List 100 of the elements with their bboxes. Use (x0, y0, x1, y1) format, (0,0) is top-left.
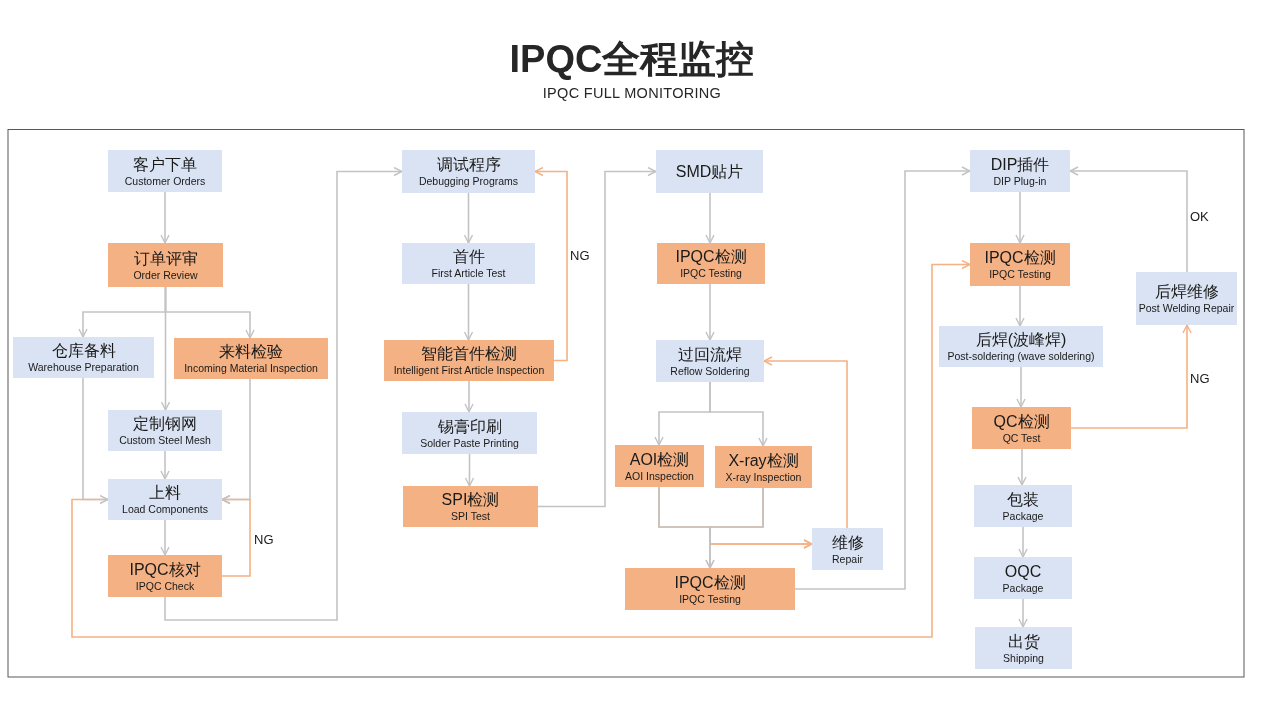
arrow (1015, 191, 1025, 244)
arrow (537, 166, 657, 508)
inspection-step-box (403, 486, 538, 527)
arrow (1016, 366, 1026, 408)
arrow (160, 519, 170, 556)
edge-label: NG (254, 532, 274, 547)
arrow (709, 381, 768, 447)
process-step-box (974, 557, 1072, 599)
inspection-step-box (174, 338, 328, 379)
inspection-step-box (715, 446, 812, 488)
step-subtitle: Warehouse Preparation (28, 360, 139, 374)
inspection-step-box (625, 568, 795, 610)
step-subtitle: IPQC Testing (679, 591, 741, 606)
process-step-box (656, 150, 763, 193)
arrow (534, 166, 568, 362)
step-subtitle: First Article Test (431, 266, 506, 280)
step-title: 包装 (1007, 489, 1039, 509)
step-subtitle: Customer Orders (124, 173, 206, 188)
inspection-step-box (108, 555, 222, 597)
step-title: 维修 (831, 532, 864, 552)
step-title: 过回流焊 (678, 344, 742, 364)
arrow (463, 283, 474, 341)
arrow (763, 356, 848, 529)
step-title: 锡膏印刷 (437, 416, 502, 436)
diagram-title: IPQC全程监控 (509, 38, 755, 80)
step-title: 上料 (149, 483, 181, 502)
step-title: 客户下单 (133, 154, 197, 174)
step-subtitle: AOI Inspection (625, 468, 694, 483)
edge-label: OK (1190, 209, 1209, 224)
step-subtitle: Shipping (1003, 650, 1044, 665)
process-step-box (1136, 272, 1237, 325)
process-step-box (108, 150, 222, 192)
inspection-step-box (615, 445, 704, 487)
step-subtitle: Repair (832, 551, 863, 566)
step-subtitle: IPQC Check (135, 578, 195, 593)
inspection-step-box (108, 243, 223, 287)
step-title: 智能首件检测 (421, 344, 517, 363)
arrow (221, 378, 251, 505)
arrow (463, 192, 474, 244)
step-title: 首件 (452, 247, 485, 266)
arrow (1018, 526, 1028, 558)
step-subtitle: Solder Paste Printing (420, 435, 519, 450)
step-title: 来料检验 (219, 342, 283, 361)
arrow (160, 450, 170, 480)
process-step-box (974, 485, 1072, 527)
step-subtitle: Reflow Soldering (670, 363, 750, 378)
arrow (1015, 285, 1025, 327)
edge-label: NG (1190, 371, 1210, 386)
step-title: 后焊维修 (1154, 282, 1219, 301)
step-subtitle: SPI Test (451, 509, 490, 523)
arrow (71, 259, 971, 638)
arrow (82, 377, 109, 505)
process-step-box (402, 150, 535, 193)
step-title: IPQC核对 (129, 559, 201, 579)
process-step-box (970, 150, 1070, 192)
step-title: 后焊(波峰焊) (975, 330, 1067, 349)
step-title: 定制钢网 (133, 414, 197, 433)
step-subtitle: Load Components (122, 502, 208, 516)
step-subtitle: Debugging Programs (418, 174, 519, 188)
process-step-box (108, 410, 222, 451)
step-title: SMD贴片 (675, 162, 744, 181)
step-subtitle: Package (1002, 508, 1044, 523)
step-title: IPQC检测 (675, 247, 747, 266)
step-subtitle: Post Welding Repair (1138, 301, 1235, 315)
step-title: 仓库备料 (51, 341, 116, 360)
process-step-box (656, 340, 764, 382)
arrow (464, 380, 474, 413)
inspection-step-box (970, 243, 1070, 286)
step-subtitle: DIP Plug-in (993, 173, 1047, 188)
arrow (160, 191, 170, 244)
arrow (164, 286, 255, 339)
step-subtitle: Post-soldering (wave soldering) (947, 349, 1095, 363)
process-step-box (402, 243, 535, 284)
step-subtitle: Intelligent First Article Inspection (393, 363, 545, 377)
arrow (464, 453, 475, 487)
inspection-step-box (972, 407, 1071, 449)
step-title: AOI检测 (629, 449, 690, 469)
step-subtitle: IPQC Testing (989, 267, 1051, 281)
step-subtitle: X-ray Inspection (725, 469, 802, 484)
step-title: 出货 (1007, 631, 1040, 651)
step-title: 订单评审 (133, 248, 198, 268)
inspection-step-box (384, 340, 554, 381)
arrow (794, 166, 971, 590)
step-title: X-ray检测 (728, 450, 799, 470)
step-title: SPI检测 (441, 490, 500, 509)
step-title: IPQC检测 (984, 248, 1056, 267)
step-title: IPQC检测 (674, 572, 746, 592)
diagram-subtitle: IPQC FULL MONITORING (542, 85, 722, 101)
step-subtitle: Incoming Material Inspection (184, 361, 318, 375)
step-subtitle: QC Test (1002, 430, 1041, 445)
step-title: QC检测 (993, 411, 1050, 431)
process-step-box (939, 326, 1103, 367)
arrow (1069, 166, 1188, 273)
step-title: DIP插件 (990, 154, 1050, 174)
process-step-box (402, 412, 537, 454)
step-subtitle: Order Review (133, 267, 198, 282)
arrow (1070, 324, 1192, 429)
process-step-box (812, 528, 883, 570)
arrow (705, 283, 715, 341)
arrow (1017, 448, 1027, 486)
